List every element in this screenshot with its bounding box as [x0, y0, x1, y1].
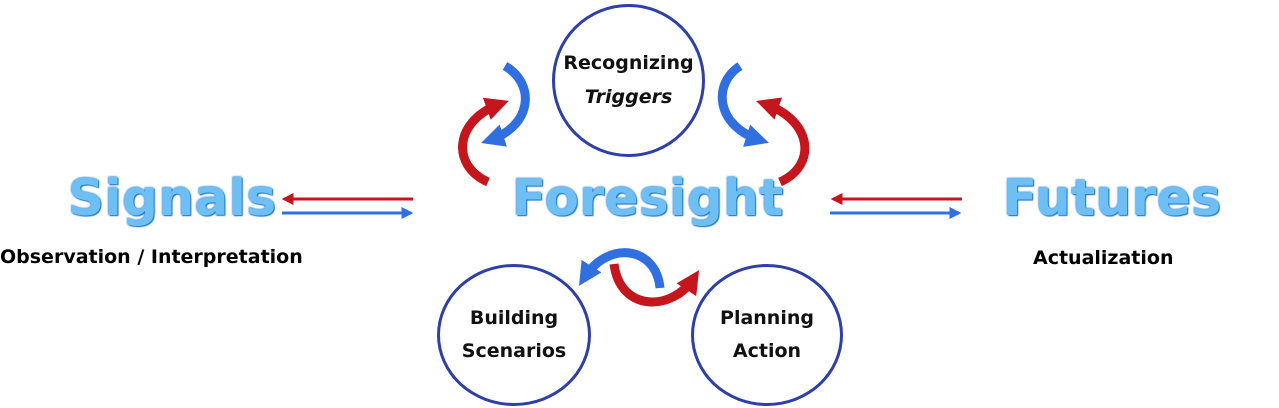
foresight-label: Foresight: [512, 169, 784, 227]
circle-scenarios-line2: Scenarios: [461, 340, 567, 362]
curved-arrow-red-top-right: [756, 97, 810, 187]
curved-arrow-blue-top-left: [481, 62, 530, 147]
curved-arrow-red-top-left: [458, 97, 509, 187]
futures-label: Futures: [1003, 169, 1222, 227]
circle-triggers-line1: Recognizing: [563, 52, 694, 75]
circle-recognizing-triggers: Recognizing Triggers: [552, 4, 705, 157]
signals-caption: Observation / Interpretation: [0, 246, 303, 268]
signals-label: Signals: [68, 169, 277, 227]
futures-caption: Actualization: [1033, 247, 1174, 269]
circle-planning-line1: Planning: [720, 306, 814, 329]
circle-building-scenarios: Building Scenarios: [437, 264, 591, 406]
circle-scenarios-line1: Building: [469, 306, 559, 329]
curved-arrow-red-bottom: [609, 263, 700, 307]
circle-planning-action: Planning Action: [691, 264, 843, 406]
circle-triggers-line2: Triggers: [584, 85, 673, 108]
circle-planning-line2: Action: [732, 340, 802, 362]
curved-arrow-blue-bottom: [578, 248, 665, 289]
curved-arrow-blue-top-right: [717, 62, 769, 147]
